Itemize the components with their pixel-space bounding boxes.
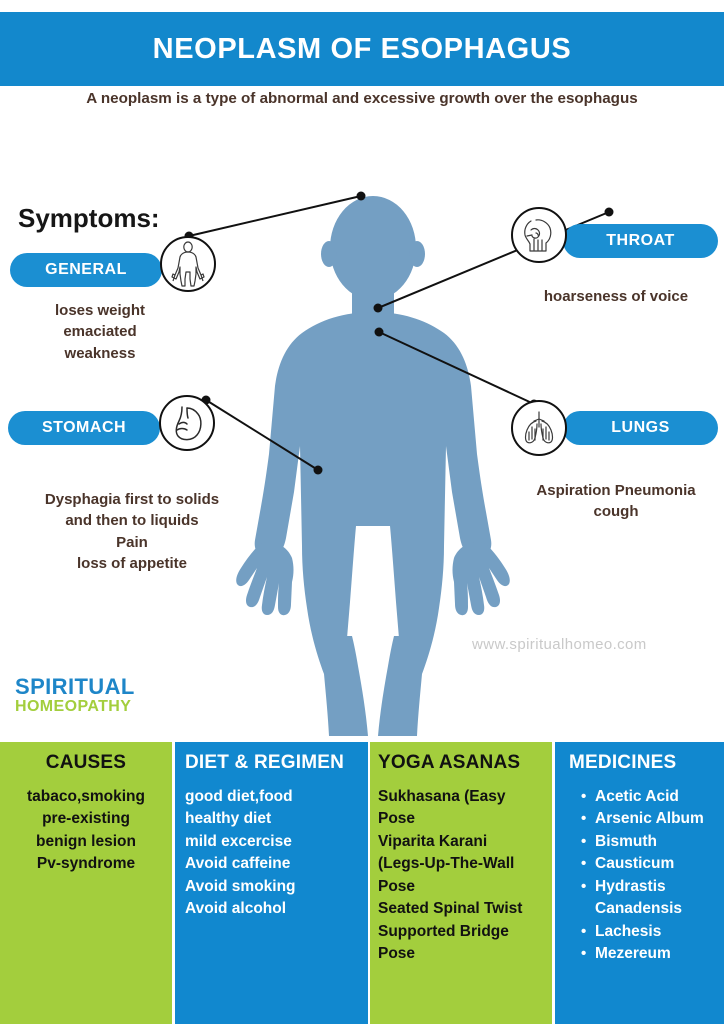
lungs-icon [511, 400, 567, 456]
list-item: benign lesion [36, 832, 136, 850]
list-item: Sukhasana (Easy [378, 788, 506, 805]
list-item: Pose [378, 945, 416, 963]
symptom-description-general: loses weight emaciated weakness [54, 302, 146, 362]
symptom-badge-lungs-label: LUNGS [611, 419, 670, 436]
panel-medicines: MEDICINES Acetic Acid Arsenic Album Bism… [555, 742, 724, 1024]
list-item: Avoid smoking [185, 877, 296, 895]
human-body-silhouette [236, 196, 510, 736]
symptom-description-stomach: Dysphagia first to solids and then to li… [44, 491, 220, 572]
panel-yoga-asanas: YOGA ASANAS Sukhasana (Easy Pose Viparit… [370, 742, 552, 1024]
symptoms-heading: Symptoms: [18, 203, 160, 233]
panel-causes-title: CAUSES [45, 752, 127, 773]
symptom-badge-throat-label: THROAT [606, 232, 675, 249]
list-item: Hydrastis [581, 876, 724, 898]
stomach-icon [159, 395, 215, 451]
panel-causes-list: tabaco,smoking pre-existing benign lesio… [0, 786, 172, 876]
list-item: Mezereum [581, 943, 724, 965]
list-item: Arsenic Album [581, 808, 724, 830]
bottom-panels: CAUSES tabaco,smoking pre-existing benig… [0, 742, 724, 1024]
page-title: NEOPLASM OF ESOPHAGUS [152, 32, 572, 65]
list-item: Acetic Acid [581, 786, 724, 808]
list-item: pre-existing [42, 810, 130, 828]
list-item: Pose [378, 877, 416, 895]
symptom-description-throat: hoarseness of voice [543, 288, 689, 305]
list-item: Supported Bridge [378, 922, 509, 940]
brand-line-1: SPIRITUAL [15, 674, 135, 699]
list-item: Bismuth [581, 831, 724, 853]
list-item: Seated Spinal Twist [378, 900, 523, 918]
panel-yoga-asanas-title: YOGA ASANAS [378, 752, 521, 773]
list-item: tabaco,smoking [27, 788, 145, 805]
symptom-description-lungs: Aspiration Pneumonia cough [536, 482, 696, 521]
list-item: Avoid alcohol [185, 900, 287, 918]
panel-causes: CAUSES tabaco,smoking pre-existing benig… [0, 742, 172, 1024]
list-item: good diet,food [185, 788, 293, 805]
list-item: Pv-syndrome [36, 855, 136, 873]
human-body-icon [160, 236, 216, 292]
brand-line-2: HOMEOPATHY [15, 698, 132, 715]
list-item: (Legs-Up-The-Wall [378, 855, 515, 873]
panel-diet-regimen-title: DIET & REGIMEN [185, 752, 345, 773]
list-item: Avoid caffeine [185, 855, 291, 873]
panel-diet-regimen-list: good diet,food healthy diet mild excerci… [175, 786, 368, 921]
panel-medicines-title: MEDICINES [569, 752, 677, 773]
list-item: Canadensis [595, 900, 683, 918]
symptom-badge-lungs[interactable]: LUNGS [563, 411, 718, 445]
header-bar: NEOPLASM OF ESOPHAGUS [0, 12, 724, 86]
throat-icon [511, 207, 567, 263]
panel-medicines-list: Acetic Acid Arsenic Album Bismuth Causti… [555, 786, 724, 966]
panel-diet-regimen: DIET & REGIMEN good diet,food healthy di… [175, 742, 368, 1024]
list-item: Pose [378, 810, 416, 828]
symptom-badge-general[interactable]: GENERAL [10, 253, 162, 287]
list-item: Causticum [581, 853, 724, 875]
brand-logo: SPIRITUAL HOMEOPATHY [15, 676, 135, 715]
list-item: mild excercise [185, 832, 292, 850]
symptom-badge-general-label: GENERAL [45, 261, 127, 278]
symptom-badge-throat[interactable]: THROAT [563, 224, 718, 258]
panel-yoga-asanas-list: Sukhasana (Easy Pose Viparita Karani (Le… [370, 786, 552, 966]
subtitle-text: A neoplasm is a type of abnormal and exc… [86, 90, 638, 107]
list-item: healthy diet [185, 810, 272, 828]
list-item: Viparita Karani [378, 832, 488, 850]
symptom-badge-stomach[interactable]: STOMACH [8, 411, 160, 445]
website-watermark: www.spiritualhomeo.com [472, 636, 647, 653]
symptom-badge-stomach-label: STOMACH [41, 419, 127, 436]
list-item: Lachesis [581, 921, 724, 943]
